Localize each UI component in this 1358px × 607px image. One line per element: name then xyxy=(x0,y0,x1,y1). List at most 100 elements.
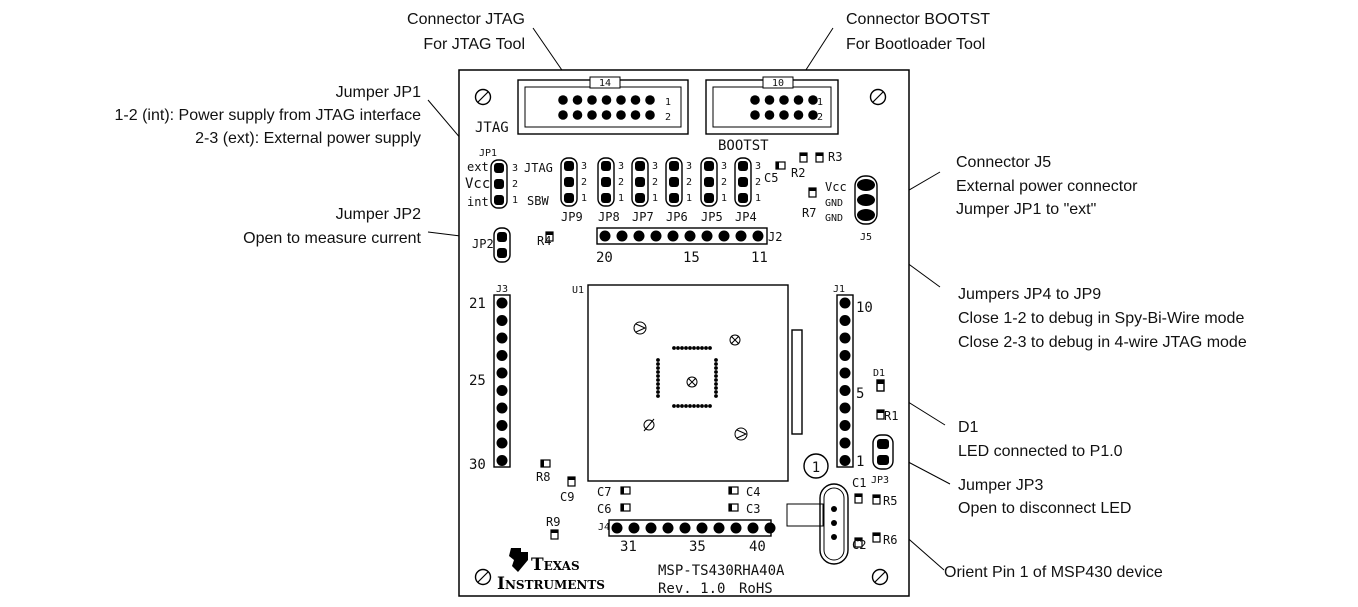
connector-pin xyxy=(750,95,760,105)
jtag-pin2-label: 2 xyxy=(665,112,671,123)
jumper-pin-number: 3 xyxy=(686,161,692,172)
header-pin xyxy=(839,437,851,449)
qfn-pad xyxy=(714,382,718,386)
callout-jp1-line1: Jumper JP1 xyxy=(336,84,421,101)
ti-logo-icon xyxy=(509,548,528,572)
c7-label: C7 xyxy=(597,485,611,499)
jumper-pin-number: 2 xyxy=(686,177,692,188)
callout-jp3: Jumper JP3 Open to disconnect LED xyxy=(958,477,1131,517)
smd-component xyxy=(620,486,631,495)
qfn-pad xyxy=(656,378,660,382)
jp2-label: JP2 xyxy=(472,237,494,251)
connector-pin xyxy=(645,95,655,105)
header-pin xyxy=(496,385,508,396)
connector-pin xyxy=(750,110,760,120)
jumper-pin-number: 3 xyxy=(721,161,727,172)
header-pin xyxy=(645,522,657,534)
qfn-pad xyxy=(680,346,684,350)
ti-logo-line1: Texas xyxy=(531,555,580,575)
connector-pin xyxy=(630,95,641,105)
c1-label: C1 xyxy=(852,476,866,490)
connector-pin xyxy=(764,95,775,105)
r8-label: R8 xyxy=(536,470,550,484)
target-mark-icon xyxy=(633,321,647,335)
jumper-pin-number: 1 xyxy=(652,193,658,204)
bootst-pin1-label: 1 xyxy=(817,97,823,108)
header-j3: J3 21 25 30 xyxy=(469,284,511,473)
header-pin xyxy=(752,230,764,242)
header-pin xyxy=(839,332,851,344)
header-pin xyxy=(839,385,851,396)
connector-jtag: 14 1 2 xyxy=(517,76,689,135)
j1-num-5: 5 xyxy=(856,386,864,402)
jumper-pin-number: 1 xyxy=(686,193,692,204)
callout-jp4-jp9: Jumpers JP4 to JP9 Close 1-2 to debug in… xyxy=(958,286,1247,351)
qfn-pad xyxy=(714,370,718,374)
smd-component xyxy=(854,537,863,548)
bootst-pins xyxy=(750,95,818,120)
header-pin xyxy=(496,367,508,379)
j5-gnd1-label: GND xyxy=(825,198,843,209)
connector-pin xyxy=(808,110,818,120)
bootst-pin2-label: 2 xyxy=(817,112,823,123)
header-pin xyxy=(633,230,645,242)
smd-component xyxy=(550,529,559,540)
callout-jp4-line2: Close 1-2 to debug in Spy-Bi-Wire mode xyxy=(958,310,1244,327)
u1-label: U1 xyxy=(572,285,584,296)
connector-pin xyxy=(572,110,583,120)
connector-pin xyxy=(764,110,775,120)
connector-pin xyxy=(601,95,612,105)
j1-label: J1 xyxy=(833,284,845,295)
jumper-pin-number: 2 xyxy=(581,177,587,188)
header-pin xyxy=(628,522,640,534)
jtag-pin1-label: 1 xyxy=(665,97,671,108)
jp1-pin1: 1 xyxy=(512,195,518,206)
cross-mark-icon xyxy=(686,376,698,388)
jumper-label: JP4 xyxy=(735,210,757,224)
ti-logo: Texas Instruments xyxy=(497,548,605,594)
callout-jp4-line3: Close 2-3 to debug in 4-wire JTAG mode xyxy=(958,334,1247,351)
j5-gnd2-label: GND xyxy=(825,213,843,224)
smd-component xyxy=(815,152,824,163)
header-j2: J2 20 15 11 xyxy=(596,227,782,266)
callout-jp3-line1: Jumper JP3 xyxy=(958,477,1043,494)
connector-pin xyxy=(793,95,804,105)
connector-pin xyxy=(779,110,789,120)
header-pin xyxy=(747,522,759,534)
callout-d1-line2: LED connected to P1.0 xyxy=(958,443,1123,460)
qfn-pad xyxy=(656,362,660,366)
jp1-ext-label: ext xyxy=(467,160,489,174)
qfn-pad xyxy=(714,386,718,390)
jumper-label: JP9 xyxy=(561,210,583,224)
connector-pin xyxy=(587,110,597,120)
qfn-pad xyxy=(714,366,718,370)
header-pin xyxy=(839,315,851,326)
header-pin xyxy=(718,230,730,242)
connector-pin xyxy=(645,110,655,120)
header-pin xyxy=(667,230,679,242)
jp3-label: JP3 xyxy=(871,475,889,486)
header-pin xyxy=(599,230,611,242)
jumper-pin-number: 3 xyxy=(652,161,658,172)
jp1-vcc-label: Vcc xyxy=(465,176,490,192)
r5-label: R5 xyxy=(883,494,897,508)
header-pin xyxy=(662,522,674,534)
header-pin xyxy=(611,522,623,534)
connector-pin xyxy=(558,110,568,120)
header-pin xyxy=(684,230,696,242)
r3-label: R3 xyxy=(828,150,842,164)
qfn-pad xyxy=(656,386,660,390)
connector-pin xyxy=(587,95,597,105)
jumper-pin-number: 1 xyxy=(618,193,624,204)
smd-component xyxy=(872,494,881,505)
j2-num-15: 15 xyxy=(683,250,700,266)
smd-component xyxy=(876,409,885,420)
connector-pin xyxy=(601,110,612,120)
smd-component xyxy=(799,152,808,163)
header-j1: J1 10 5 1 xyxy=(833,284,873,470)
ti-logo-line2: Instruments xyxy=(497,574,605,594)
